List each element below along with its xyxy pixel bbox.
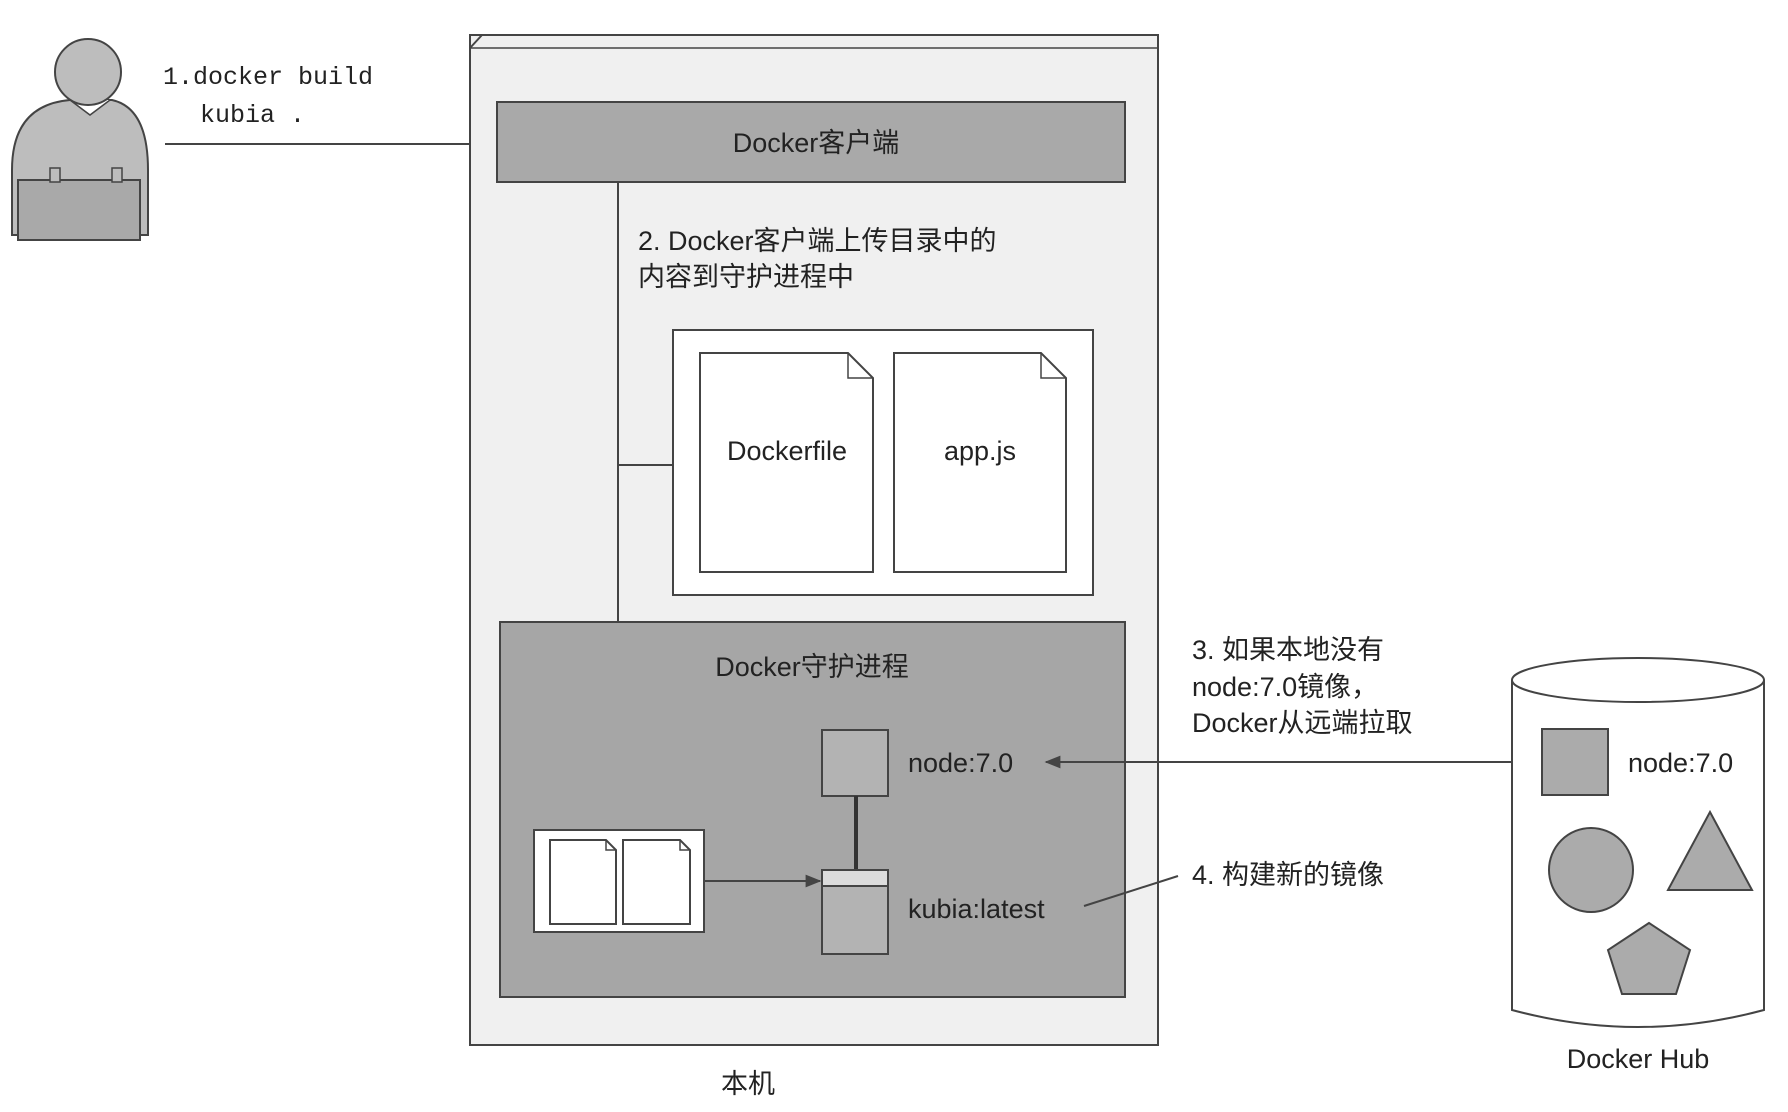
step3-text-line2: node:7.0镜像， [1192,672,1378,702]
docker-client-bar [496,101,1126,183]
hub-pentagon-image-icon [1606,921,1692,995]
step3-text-line1: 3. 如果本地没有 [1192,635,1384,665]
docker-daemon-box [499,621,1126,998]
uploaded-file-icon-2 [622,839,691,925]
dockerfile-document-icon [699,352,874,573]
user-icon [11,38,149,241]
step1-command-line1: 1.docker build [163,63,373,92]
step2-text-line2: 内容到守护进程中 [638,262,854,292]
hub-node-image-block [1541,728,1609,796]
dockerfile-label: Dockerfile [727,436,847,466]
uploaded-file-icon-1 [549,839,617,925]
step3-text-line3: Docker从远端拉取 [1192,708,1413,738]
hub-circle-image-icon [1548,827,1634,913]
local-machine-label: 本机 [721,1069,775,1099]
kubia-image-block [821,869,889,955]
docker-client-label: Docker客户端 [733,128,900,158]
hub-node-image-label: node:7.0 [1628,748,1733,778]
step2-text-line1: 2. Docker客户端上传目录中的 [638,226,997,256]
docker-daemon-label: Docker守护进程 [715,652,909,682]
step1-command-line2: kubia . [200,101,305,130]
node-image-label: node:7.0 [908,748,1013,778]
step4-text: 4. 构建新的镜像 [1192,860,1384,890]
docker-hub-label: Docker Hub [1567,1044,1710,1074]
hub-triangle-image-icon [1666,809,1754,891]
step4-leader-line [1083,875,1179,907]
kubia-image-label: kubia:latest [908,894,1045,924]
appjs-label: app.js [944,436,1016,466]
appjs-document-icon [893,352,1067,573]
node-image-block [821,729,889,797]
